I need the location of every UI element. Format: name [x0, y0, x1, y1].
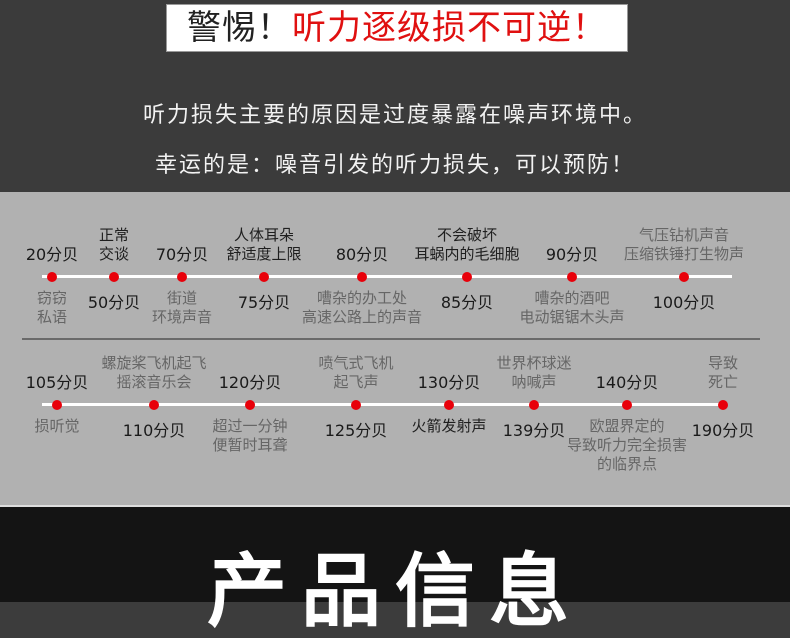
noise-source-description: 火箭发射声: [411, 417, 487, 435]
banner-message-text: 听力逐级损不可逆！: [292, 8, 607, 48]
header-section: 警惕！听力逐级损不可逆！ 听力损失主要的原因是过度暴露在噪声环境中。 幸运的是：…: [0, 0, 790, 192]
row-separator: [22, 338, 760, 340]
noise-level-timeline-panel: 20分贝窃窃私语 50分贝 正常交谈 70分贝街道环境声音 75分贝 人体耳朵舒适度上限 8…: [0, 192, 790, 505]
timeline-dot: [357, 272, 367, 282]
timeline-dot: [679, 272, 689, 282]
noise-source-description: 导致死亡: [707, 354, 739, 391]
decibel-label: 20分贝: [25, 245, 79, 264]
timeline-dot: [462, 272, 472, 282]
timeline-dot: [351, 400, 361, 410]
warning-banner: 警惕！听力逐级损不可逆！: [166, 4, 628, 52]
decibel-label: 140分贝: [595, 373, 659, 392]
noise-source-description: 欧盟界定的导致听力完全损害的临界点: [566, 417, 688, 473]
noise-source-description: 不会破坏耳蜗内的毛细胞: [414, 226, 520, 263]
decibel-label: 130分贝: [417, 373, 481, 392]
decibel-label: 110分贝: [122, 421, 186, 440]
timeline-dot: [622, 400, 632, 410]
decibel-label: 125分贝: [324, 421, 388, 440]
timeline-track-row1: [42, 275, 732, 278]
noise-source-description: 嘈杂的酒吧电动锯锯木头声: [519, 289, 625, 326]
noise-source-description: 气压钻机声音压缩铁锤打生物声: [623, 226, 745, 263]
timeline-dot: [47, 272, 57, 282]
timeline-dot: [718, 400, 728, 410]
banner-warning-text: 警惕！: [187, 8, 292, 48]
decibel-label: 50分贝: [87, 293, 141, 312]
product-info-title: 产品信息: [207, 545, 583, 638]
decibel-label: 100分贝: [652, 293, 716, 312]
noise-source-description: 街道环境声音: [151, 289, 213, 326]
noise-source-description: 人体耳朵舒适度上限: [226, 226, 302, 263]
decibel-label: 190分贝: [691, 421, 755, 440]
decibel-label: 139分贝: [502, 421, 566, 440]
timeline-dot: [529, 400, 539, 410]
noise-source-description: 损听觉: [34, 417, 80, 435]
timeline-dot: [444, 400, 454, 410]
decibel-label: 85分贝: [440, 293, 494, 312]
intro-line-1: 听力损失主要的原因是过度暴露在噪声环境中。: [142, 103, 647, 128]
noise-source-description: 正常交谈: [98, 226, 130, 263]
timeline-track-row2: [42, 403, 725, 406]
intro-line-2: 幸运的是：噪音引发的听力损失，可以预防！: [154, 153, 635, 178]
noise-source-description: 喷气式飞机起飞声: [318, 354, 394, 391]
timeline-dot: [149, 400, 159, 410]
timeline-dot: [259, 272, 269, 282]
decibel-label: 80分贝: [335, 245, 389, 264]
decibel-label: 90分贝: [545, 245, 599, 264]
noise-source-description: 螺旋桨飞机起飞摇滚音乐会: [101, 354, 207, 391]
product-info-section: 产品信息: [0, 505, 790, 637]
timeline-dot: [245, 400, 255, 410]
decibel-label: 70分贝: [155, 245, 209, 264]
decibel-label: 105分贝: [25, 373, 89, 392]
noise-source-description: 超过一分钟便暂时耳聋: [212, 417, 288, 454]
timeline-dot: [52, 400, 62, 410]
timeline-dot: [109, 272, 119, 282]
decibel-label: 75分贝: [237, 293, 291, 312]
noise-source-description: 窃窃私语: [36, 289, 68, 326]
decibel-label: 120分贝: [218, 373, 282, 392]
timeline-dot: [177, 272, 187, 282]
noise-source-description: 嘈杂的办工处高速公路上的声音: [301, 289, 423, 326]
noise-source-description: 世界杯球迷呐喊声: [496, 354, 572, 391]
timeline-dot: [567, 272, 577, 282]
